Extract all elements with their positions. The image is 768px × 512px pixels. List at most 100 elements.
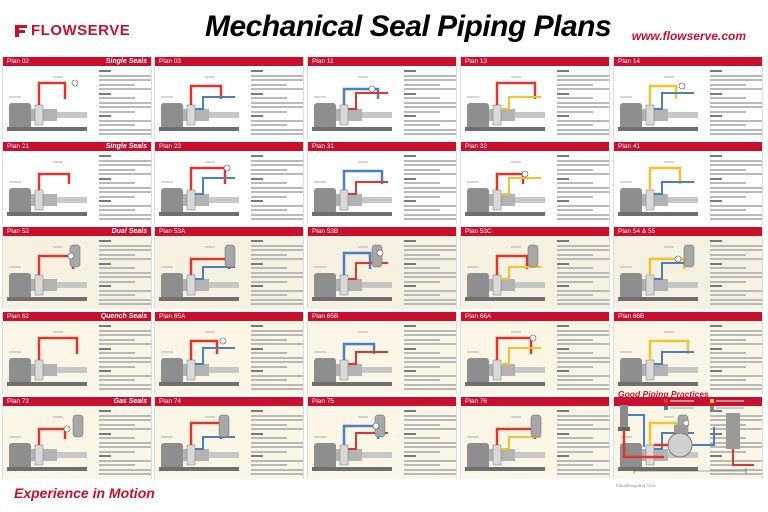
seal-piping-diagram	[465, 161, 545, 216]
plan-panel: Plan 31	[307, 142, 457, 224]
plan-header: Plan 52 Dual Seals	[3, 227, 151, 236]
seal-piping-diagram	[618, 244, 698, 301]
plan-header: Plan 23	[155, 142, 303, 151]
seal-piping-diagram	[465, 244, 545, 301]
plan-header: Plan 14	[614, 57, 762, 66]
good-piping-practices: Good Piping Practices	[614, 387, 766, 481]
plan-label: Plan 53C	[465, 228, 492, 235]
seal-piping-diagram	[312, 414, 392, 471]
plan-header: Plan 75	[308, 397, 456, 406]
plan-body	[155, 321, 303, 394]
plan-panel: Plan 53C	[460, 227, 610, 309]
plan-panel: Plan 66A	[460, 312, 610, 394]
plan-label: Plan 31	[312, 143, 335, 150]
plan-body	[614, 151, 762, 224]
plan-header: Plan 66A	[461, 312, 609, 321]
seal-piping-diagram	[7, 414, 87, 471]
section-label: Single Seals	[105, 58, 147, 65]
plan-header: Plan 13	[461, 57, 609, 66]
seal-piping-diagram	[465, 76, 545, 131]
plan-notes	[404, 70, 456, 138]
plan-header: Plan 66B	[614, 312, 762, 321]
plan-panel: Plan 66B	[613, 312, 763, 394]
plan-body	[614, 236, 762, 309]
plan-body	[3, 151, 151, 224]
plan-notes	[251, 240, 303, 308]
plan-body	[614, 66, 762, 139]
plan-panel: Plan 65B	[307, 312, 457, 394]
header: FLOWSERVE Mechanical Seal Piping Plans w…	[0, 0, 768, 56]
plan-notes	[251, 70, 303, 138]
plan-body	[155, 66, 303, 139]
plan-panel: Plan 76	[460, 397, 610, 479]
plan-label: Plan 02	[7, 58, 30, 65]
plan-body	[461, 406, 609, 479]
plan-body	[3, 406, 151, 479]
plan-notes	[557, 155, 609, 223]
seal-piping-diagram	[7, 161, 87, 216]
plan-label: Plan 13	[465, 58, 488, 65]
plan-notes	[99, 240, 151, 308]
plan-header: Plan 03	[155, 57, 303, 66]
plan-label: Plan 66B	[618, 313, 645, 320]
plan-label: Plan 53B	[312, 228, 339, 235]
plan-notes	[99, 70, 151, 138]
plan-label: Plan 74	[159, 398, 182, 405]
plan-body	[3, 321, 151, 394]
seal-piping-diagram	[7, 244, 87, 301]
seal-piping-diagram	[618, 161, 698, 216]
plan-label: Plan 65B	[312, 313, 339, 320]
plan-panel: Plan 23	[154, 142, 304, 224]
plan-notes	[404, 410, 456, 478]
plan-notes	[557, 410, 609, 478]
website-link[interactable]: www.flowserve.com	[631, 29, 746, 43]
seal-piping-diagram	[312, 161, 392, 216]
seal-piping-diagram	[465, 414, 545, 471]
plan-body	[308, 236, 456, 309]
footnote: FTA-160 eng-0814 7/2 in	[616, 484, 655, 488]
plan-header: Plan 11	[308, 57, 456, 66]
section-label: Dual Seals	[111, 228, 147, 235]
seal-piping-diagram	[312, 244, 392, 301]
plan-body	[3, 66, 151, 139]
plan-notes	[557, 325, 609, 393]
plan-body	[155, 236, 303, 309]
plan-body	[155, 406, 303, 479]
good-piping-title: Good Piping Practices	[618, 389, 709, 399]
plan-header: Plan 31	[308, 142, 456, 151]
plan-notes	[251, 325, 303, 393]
plan-label: Plan 52	[7, 228, 30, 235]
plan-notes	[251, 155, 303, 223]
seal-piping-diagram	[465, 331, 545, 386]
plan-panel: Plan 14	[613, 57, 763, 139]
plan-header: Plan 53B	[308, 227, 456, 236]
plan-notes	[710, 155, 762, 223]
plan-notes	[710, 240, 762, 308]
seal-piping-diagram	[7, 331, 87, 386]
plan-notes	[404, 240, 456, 308]
flowserve-logo[interactable]: FLOWSERVE	[14, 22, 130, 39]
plan-notes	[557, 70, 609, 138]
seal-piping-diagram	[7, 76, 87, 131]
plan-header: Plan 53C	[461, 227, 609, 236]
plan-row-0: Plan 02 Single Seals Plan 03 Plan 11 Plan 13…	[2, 57, 766, 139]
seal-piping-diagram	[159, 76, 239, 131]
plan-panel: Plan 75	[307, 397, 457, 479]
plan-panel: Plan 52 Dual Seals	[2, 227, 152, 309]
plan-header: Plan 32	[461, 142, 609, 151]
plan-header: Plan 74	[155, 397, 303, 406]
seal-piping-diagram	[159, 161, 239, 216]
plan-label: Plan 65A	[159, 313, 186, 320]
plan-label: Plan 32	[465, 143, 488, 150]
seal-piping-diagram	[159, 244, 239, 301]
plan-notes	[710, 325, 762, 393]
seal-piping-diagram	[312, 331, 392, 386]
plan-panel: Plan 11	[307, 57, 457, 139]
